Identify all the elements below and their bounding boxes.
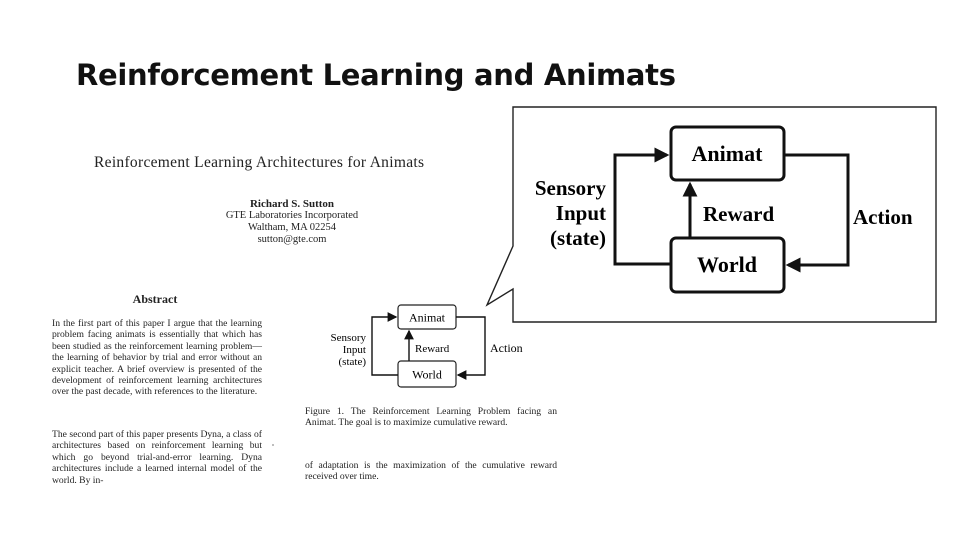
figure-action-label: Action <box>490 341 523 355</box>
zoom-action-arrow <box>784 153 850 273</box>
figure-caption: Figure 1. The Reinforcement Learning Pro… <box>305 406 557 429</box>
author-block: Richard S. Sutton GTE Laboratories Incor… <box>192 198 392 246</box>
abstract-paragraph-2: The second part of this paper presents D… <box>52 429 262 485</box>
abstract-paragraph-1: In the first part of this paper I argue … <box>52 318 262 398</box>
zoom-sensory-line1: Sensory <box>535 176 607 200</box>
stray-dot <box>272 444 274 446</box>
figure-reward-label: Reward <box>415 343 450 355</box>
figure-agent-label: Animat <box>409 311 446 325</box>
slide-title: Reinforcement Learning and Animats <box>76 58 676 92</box>
figure-environment-label: World <box>412 368 442 382</box>
author-affiliation: GTE Laboratories Incorporated <box>225 210 359 221</box>
figure-action-arrow <box>456 316 486 380</box>
figure-environment-box <box>397 360 457 388</box>
author-name: Richard S. Sutton <box>249 198 335 210</box>
figure-diagram: Animat World Reward Action Sensory Input… <box>331 304 523 388</box>
abstract-heading: Abstract <box>132 292 178 306</box>
figure-sensory-line1: Sensory <box>331 332 367 344</box>
author-email: sutton@gte.com <box>257 234 327 245</box>
zoom-sensory-arrow <box>613 147 671 266</box>
zoom-sensory-line2: Input <box>556 201 606 225</box>
body-text-tail: of adaptation is the maximization of the… <box>305 460 557 483</box>
zoom-reward-label: Reward <box>703 202 774 226</box>
paper-title: Reinforcement Learning Architectures for… <box>94 154 425 171</box>
figure-sensory-line3: (state) <box>339 356 367 368</box>
zoom-agent-label: Animat <box>692 141 764 166</box>
author-address: Waltham, MA 02254 <box>247 222 337 233</box>
callout-frame <box>485 106 937 323</box>
zoom-environment-label: World <box>697 252 757 277</box>
figure-sensory-line2: Input <box>343 344 366 356</box>
zoom-sensory-line3: (state) <box>550 226 606 250</box>
figure-sensory-arrow <box>371 312 398 376</box>
zoom-action-label: Action <box>853 205 913 229</box>
